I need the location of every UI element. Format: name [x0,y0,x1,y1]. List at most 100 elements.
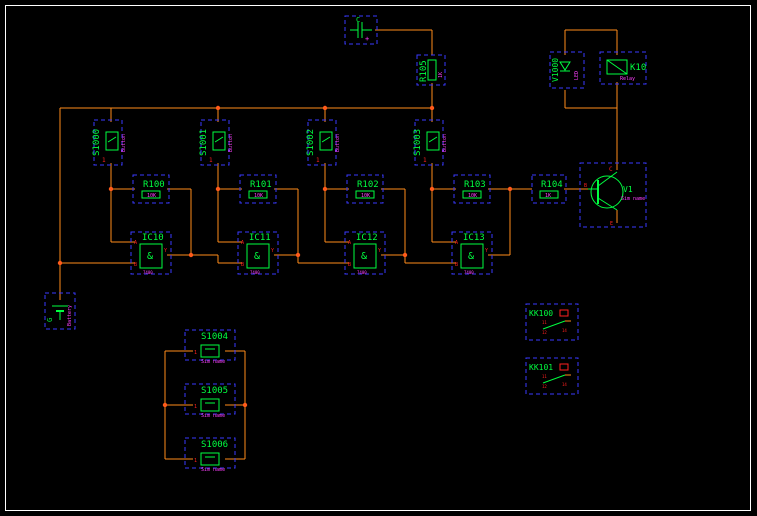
resistor-value: 10K [147,193,156,199]
led-ref: V1000 [551,58,560,82]
gate-body [460,243,484,269]
switch-body [212,131,226,151]
contact-blade [542,374,566,384]
switch-ref: S1001 [199,129,209,156]
battery-type: Battery [67,305,73,326]
sheet-frame [5,5,751,511]
led-v1000[interactable]: V1000 LED [551,58,580,82]
relay-k10[interactable]: K10 Relay [606,59,646,82]
resistor-value: 1K [438,72,444,78]
contact-pin-a: 11 [542,374,547,379]
gate-pin-a: A [241,240,244,246]
resistor-body [141,190,161,199]
wire-junction [322,186,328,192]
switch-pin: 1 [209,157,213,164]
switch-type: Button [121,134,127,152]
switch-type: Sim name [201,413,225,419]
switch-body [200,398,220,412]
resistor-ref: R105 [419,60,429,82]
resistor-body [248,190,268,199]
battery-g[interactable]: G Battery [46,305,73,326]
switch-s1002[interactable]: S1002 Button 1 [306,129,341,164]
switch-lever [107,136,117,143]
switch-ref: S1000 [92,129,102,156]
resistor-r105[interactable]: R105 1K [419,59,444,82]
transistor-v1[interactable]: V1 Sim name B C E [584,166,645,227]
gate-body [246,243,270,269]
switch-pin: 1 [194,350,197,356]
wire-junction [429,105,435,111]
gate-pin-y: Y [271,248,274,254]
gate-body [139,243,163,269]
resistor-ref: R103 [464,180,486,190]
switch-ref: S1002 [306,129,316,156]
wire-junction [108,186,114,192]
switch-body [426,131,440,151]
switch-type: Sim name [201,467,225,473]
resistor-value: 10K [254,193,263,199]
resistor-r103[interactable]: R103 10K [462,180,486,199]
gate-pin-y: Y [485,248,488,254]
resistor-body [462,190,482,199]
gate-row: IC10&ABY7400IC11&ABY7400IC12&ABY7400IC13… [134,233,488,275]
wire-junction [188,252,194,258]
gate-pin-y: Y [378,248,381,254]
led-type: LED [574,71,580,80]
wire-junction [162,402,168,408]
gate-pin-b: B [241,262,244,268]
switch-ref: S1004 [201,332,228,342]
component-boxes [44,15,647,469]
switch-lever [428,136,438,143]
switch-pin: 1 [316,157,320,164]
gate-symbol: & [468,251,474,262]
transistor-sim: Sim name [621,196,645,202]
resistor-body [539,190,559,199]
resistor-r100[interactable]: R100 10K [141,180,165,199]
contact-marker [559,363,569,371]
switch-type: Button [335,134,341,152]
wire-junction [429,186,435,192]
capacitor[interactable]: C + [350,16,372,43]
capacitor-polarity: + [365,35,369,43]
transistor-pin-b: B [584,183,587,189]
gate-ref: IC11 [249,233,271,243]
switch-body [200,452,220,466]
wire-junction [57,260,63,266]
switch-pin: 1 [423,157,427,164]
contact-marker [559,309,569,317]
switch-pin: 1 [194,404,197,410]
resistor-ref: R100 [143,180,165,190]
resistor-value: 10K [468,193,477,199]
resistor-ref: R102 [357,180,379,190]
wire-junction [295,252,301,258]
capacitor-ref: C [356,16,360,24]
contact-pin-c: 14 [562,328,567,333]
gate-ref: IC13 [463,233,485,243]
resistor-body [355,190,375,199]
switch-ref: S1003 [413,129,423,156]
contact-pin-c: 14 [562,382,567,387]
gate-ref: IC10 [142,233,164,243]
contact-blade [542,320,566,330]
transistor-pin-c: C [609,166,613,173]
gate-ref: IC12 [356,233,378,243]
gate-pin-b: B [348,262,351,268]
